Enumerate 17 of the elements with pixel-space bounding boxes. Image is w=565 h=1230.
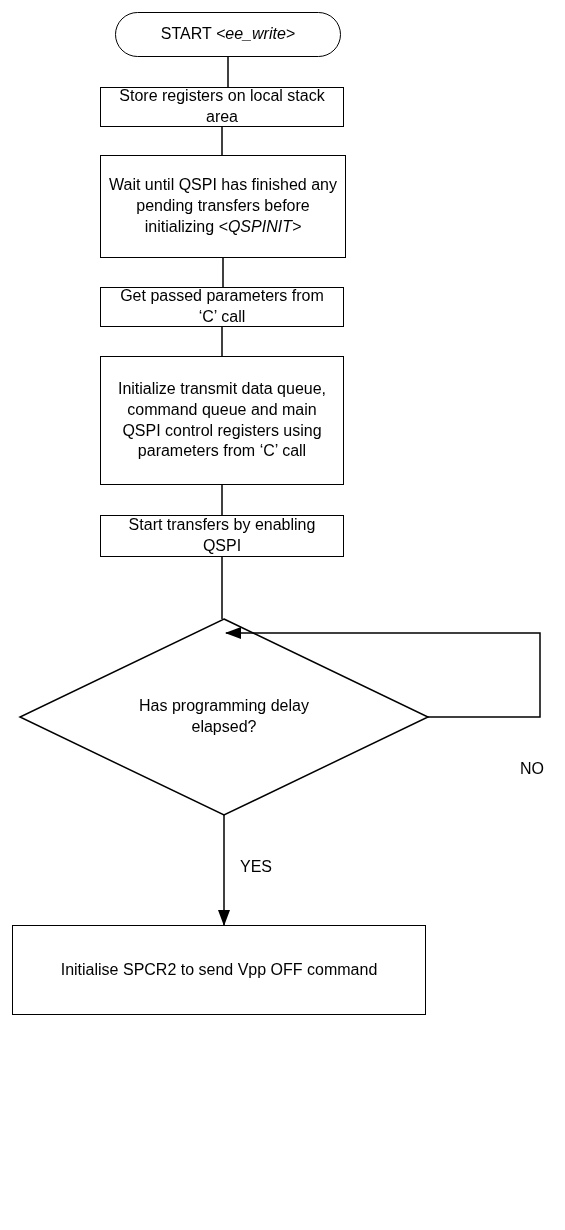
process-box [100, 356, 344, 485]
node-text: Store registers on local stack area [118, 86, 326, 127]
node-text: Wait until QSPI has finished any pending transfers before initializing <QSPINIT> [109, 175, 337, 237]
node-text: Initialise SPCR2 to send Vpp OFF command [60, 959, 378, 980]
node-text: Has programming delay elapsed? [138, 696, 310, 737]
start-terminal [115, 12, 341, 57]
process-box [100, 515, 344, 557]
node-text: START <ee_write> [160, 24, 296, 45]
node-text: Initialize transmit data queue, command queue and main QSPI control registers using parameters from ‘C’ call [116, 378, 328, 462]
process-box [100, 287, 344, 327]
process-box [100, 155, 346, 258]
process-box [12, 925, 426, 1015]
connector-arrow [225, 627, 541, 718]
connector-arrow [218, 814, 230, 926]
node-text: Start transfers by enabling QSPI [127, 515, 317, 556]
process-box [100, 87, 344, 127]
node-text: Get passed parameters from ‘C’ call [119, 286, 325, 327]
